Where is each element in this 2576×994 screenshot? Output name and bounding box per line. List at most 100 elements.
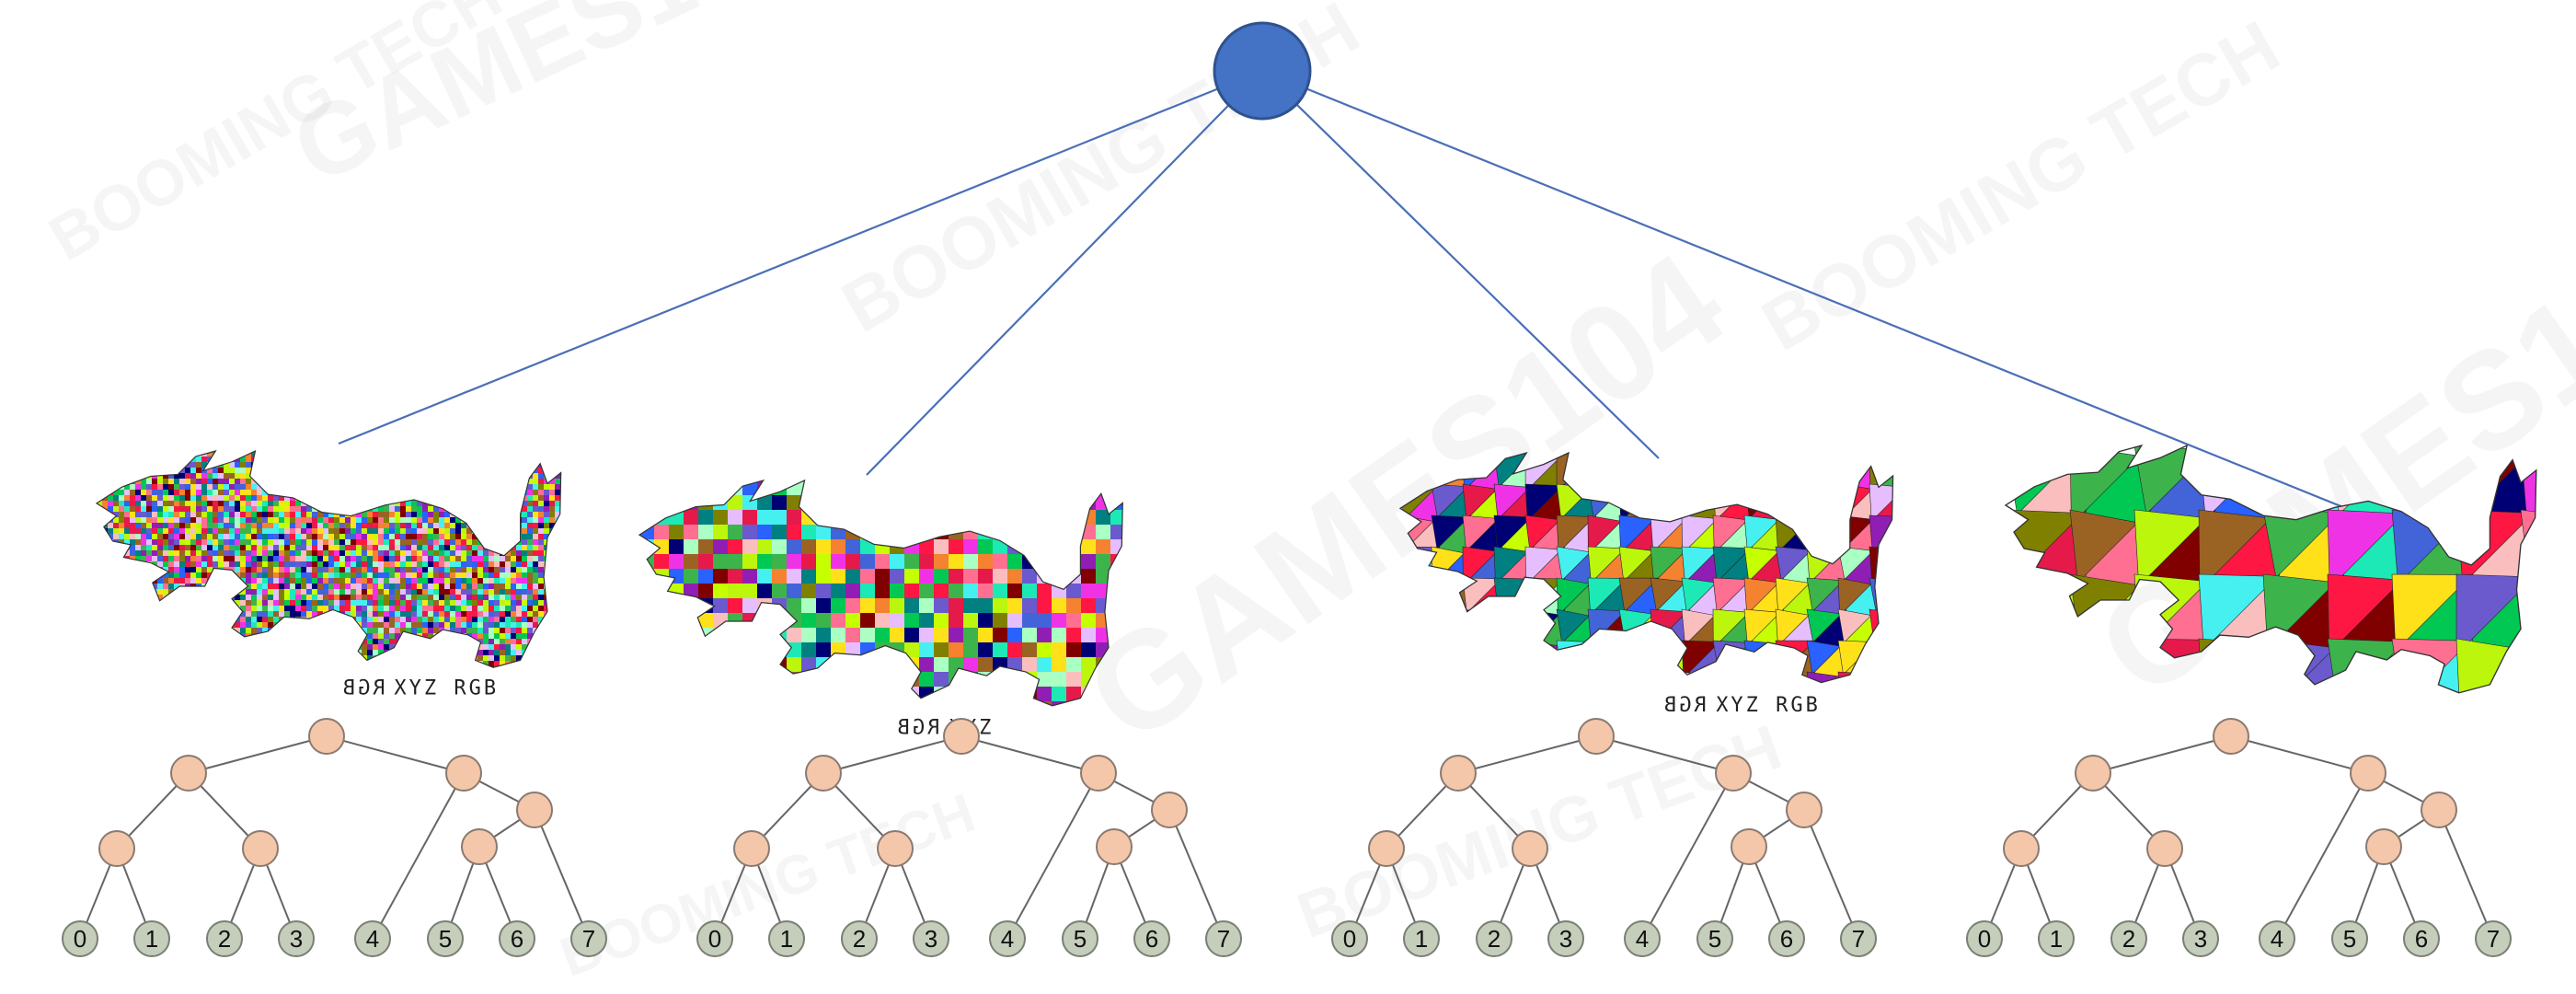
leaf-label: 5 bbox=[2343, 925, 2356, 953]
tree-edge bbox=[1641, 772, 1734, 940]
leaf-label: 5 bbox=[1708, 925, 1721, 953]
tree-node bbox=[1512, 830, 1548, 867]
leaf-label: 1 bbox=[145, 925, 158, 953]
leaf-label: 3 bbox=[290, 925, 303, 953]
leaf-label: 6 bbox=[2415, 925, 2428, 953]
leaf-label: 0 bbox=[74, 925, 86, 953]
tree-node bbox=[1578, 718, 1615, 755]
tree-node bbox=[1096, 828, 1133, 865]
leaf-node bbox=[1403, 920, 1440, 957]
dragon-caption-mirrored: RGB bbox=[895, 716, 940, 739]
root-edge bbox=[866, 70, 1263, 476]
leaf-node bbox=[913, 920, 949, 957]
tree-edge bbox=[2438, 809, 2494, 940]
leaf-label: 4 bbox=[1001, 925, 1014, 953]
tree-edge bbox=[372, 772, 465, 940]
tree-node bbox=[308, 718, 345, 755]
tree-node bbox=[877, 830, 914, 867]
leaf-node bbox=[1840, 920, 1877, 957]
leaf-node bbox=[768, 920, 805, 957]
tree-node bbox=[2075, 755, 2111, 792]
dragon-outline bbox=[1398, 451, 1894, 684]
leaf-label: 1 bbox=[2050, 925, 2063, 953]
tree-node bbox=[1731, 828, 1767, 865]
leaf-label: 6 bbox=[511, 925, 523, 953]
leaf-node bbox=[62, 920, 98, 957]
leaf-node bbox=[696, 920, 733, 957]
leaf-node bbox=[2182, 920, 2219, 957]
leaf-label: 5 bbox=[1074, 925, 1087, 953]
tree-edge bbox=[2276, 772, 2369, 940]
tree-edge bbox=[188, 735, 328, 774]
leaf-node bbox=[841, 920, 878, 957]
leaf-node bbox=[206, 920, 243, 957]
leaf-node bbox=[1062, 920, 1098, 957]
tree-node bbox=[445, 755, 482, 792]
dragon-caption: XYZ RGB bbox=[1716, 694, 1821, 717]
dragon-render-2 bbox=[639, 480, 1123, 706]
leaf-label: 2 bbox=[2122, 925, 2135, 953]
root-edges bbox=[338, 69, 2378, 523]
leaf-label: 4 bbox=[2271, 925, 2283, 953]
leaf-label: 3 bbox=[2194, 925, 2207, 953]
root-edge bbox=[1261, 70, 1660, 459]
tree-node bbox=[805, 755, 842, 792]
root-edge bbox=[1261, 69, 2378, 523]
leaf-label: 4 bbox=[366, 925, 379, 953]
dragon-outline bbox=[2004, 444, 2537, 694]
leaf-node bbox=[1547, 920, 1584, 957]
tree-node bbox=[1786, 792, 1823, 828]
leaf-label: 6 bbox=[1145, 925, 1158, 953]
tree-edge bbox=[1595, 735, 1734, 774]
tree-edge bbox=[1457, 735, 1597, 774]
dragon-caption-mirrored: RGB bbox=[340, 677, 385, 700]
tree-node bbox=[98, 830, 135, 867]
root-node bbox=[1213, 21, 1312, 121]
tree-edge bbox=[2230, 735, 2369, 774]
leaf-label: 2 bbox=[853, 925, 866, 953]
leaf-label: 0 bbox=[1343, 925, 1356, 953]
leaf-node bbox=[499, 920, 535, 957]
tree-node bbox=[170, 755, 207, 792]
tree-node bbox=[2421, 792, 2457, 828]
dragon-caption: XYZ RGB bbox=[394, 677, 499, 700]
leaf-label: 6 bbox=[1780, 925, 1793, 953]
leaf-node bbox=[1696, 920, 1733, 957]
tree-node bbox=[461, 828, 498, 865]
dragon-caption-mirrored: RGB bbox=[1662, 694, 1707, 717]
dragon-render-1 bbox=[97, 451, 561, 668]
leaf-label: 1 bbox=[1415, 925, 1428, 953]
leaf-node bbox=[1205, 920, 1242, 957]
leaf-node bbox=[1966, 920, 2003, 957]
leaf-node bbox=[1624, 920, 1661, 957]
tree-edge bbox=[822, 735, 962, 774]
leaf-label: 2 bbox=[218, 925, 231, 953]
tree-edge bbox=[1006, 772, 1099, 940]
leaf-node bbox=[1133, 920, 1170, 957]
tree-edge bbox=[1168, 809, 1225, 940]
leaf-node bbox=[2110, 920, 2147, 957]
leaf-node bbox=[570, 920, 607, 957]
leaf-node bbox=[989, 920, 1026, 957]
leaf-node bbox=[427, 920, 464, 957]
svg-text:RGB: RGB bbox=[1662, 694, 1707, 717]
tree-node bbox=[2146, 830, 2183, 867]
svg-text:RGB: RGB bbox=[895, 716, 940, 739]
leaf-label: 7 bbox=[1852, 925, 1865, 953]
leaf-label: 7 bbox=[1217, 925, 1230, 953]
leaf-node bbox=[2331, 920, 2368, 957]
leaf-node bbox=[2038, 920, 2075, 957]
dragon-outline bbox=[95, 449, 562, 668]
tree-node bbox=[1715, 755, 1752, 792]
tree-node bbox=[242, 830, 279, 867]
leaf-node bbox=[354, 920, 391, 957]
tree-node bbox=[733, 830, 770, 867]
tree-edge bbox=[534, 809, 590, 940]
tree-node bbox=[1440, 755, 1477, 792]
tree-node bbox=[1368, 830, 1405, 867]
